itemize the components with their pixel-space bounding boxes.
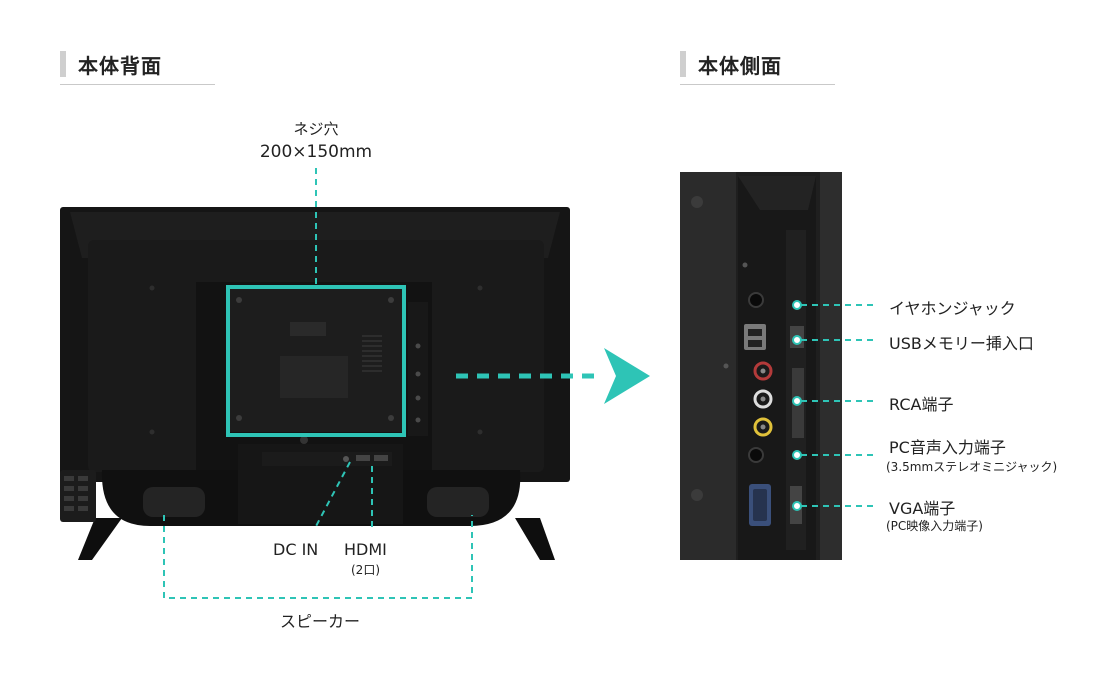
screw-hole-size: 200×150mm [259,142,373,162]
pc-audio-label: PC音声入力端子 [889,438,1006,457]
heading-back: 本体背面 [60,44,215,85]
usb-port-label: USBメモリー挿入口 [889,334,1034,353]
back-leader-lines [163,168,473,599]
heading-back-text: 本体背面 [78,53,162,78]
earphone-jack-label: イヤホンジャック [889,299,1016,318]
screw-area-highlight [226,285,406,437]
dc-in-label: DC IN [273,540,319,559]
heading-side-text: 本体側面 [698,53,782,78]
pc-audio-note: (3.5mmステレオミニジャック) [886,460,1058,474]
view-direction-arrow [456,348,650,404]
vga-terminal-label: VGA端子 [889,499,956,518]
vga-note: (PC映像入力端子) [886,519,983,533]
speaker-label: スピーカー [279,612,360,631]
heading-side: 本体側面 [680,44,835,85]
side-leader-dots [792,300,802,511]
rca-terminal-label: RCA端子 [889,395,954,414]
hdmi-count-label: (2口) [351,563,380,577]
hdmi-label: HDMI [344,540,387,559]
side-panel-illustration [680,172,842,560]
screw-hole-title: ネジ穴 [293,120,339,138]
heading-bar [680,51,686,77]
side-leader-lines [801,304,876,507]
heading-bar [60,51,66,77]
